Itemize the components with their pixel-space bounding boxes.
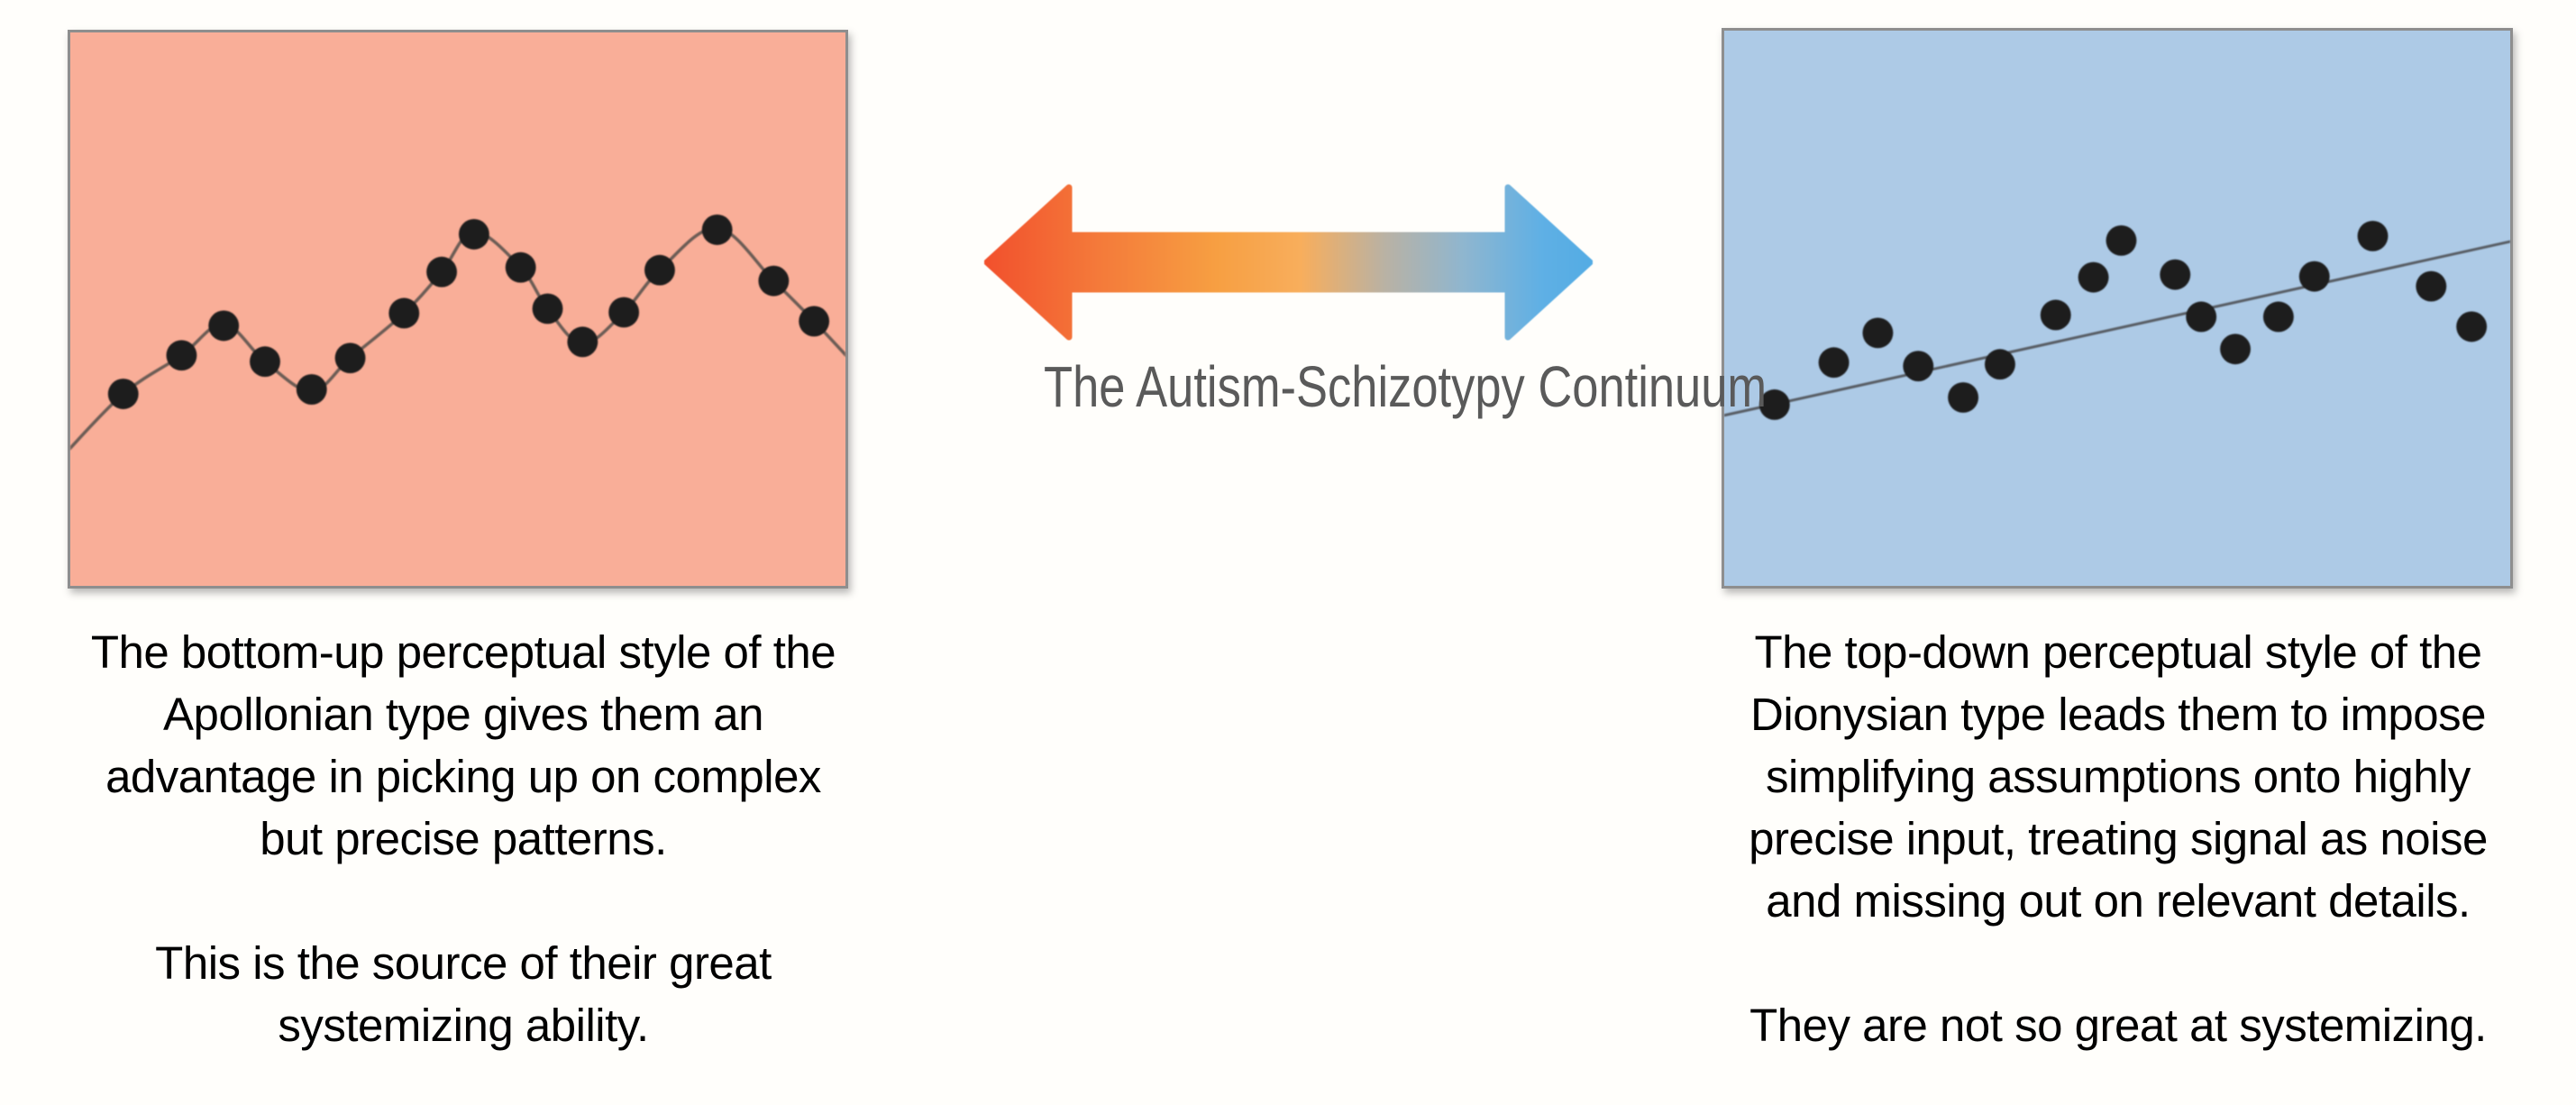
data-point (1985, 349, 2015, 380)
data-point (2220, 333, 2251, 365)
data-point (2456, 311, 2488, 342)
data-point (608, 297, 640, 328)
dionysian-panel (1722, 28, 2513, 589)
data-point (388, 297, 420, 329)
data-point (701, 215, 733, 245)
continuum-title-text: The Autism-Schizotypy Continuum (1044, 354, 1768, 419)
data-point (799, 306, 830, 337)
data-point (1948, 382, 1979, 413)
dionysian-scatter-plot (1724, 220, 2510, 420)
dionysian-caption: The top-down perceptual style of the Dio… (1749, 626, 2488, 1051)
continuum-title: The Autism-Schizotypy Continuum (964, 353, 1767, 420)
data-point (2106, 224, 2137, 256)
double-arrow-shape (984, 184, 1593, 341)
apollonian-panel (68, 30, 848, 589)
apollonian-caption: The bottom-up perceptual style of the Ap… (90, 626, 836, 1051)
data-point (107, 379, 139, 409)
data-point (532, 293, 563, 324)
data-point (567, 326, 598, 358)
data-point (758, 265, 790, 297)
data-point (166, 340, 197, 371)
straight-fit-line (1724, 240, 2510, 417)
data-point (296, 374, 327, 405)
double-arrow-graphic (984, 184, 1593, 341)
data-point (644, 254, 675, 286)
data-point (2186, 301, 2217, 333)
apollonian-scatter-plot (70, 215, 845, 451)
data-point (505, 251, 536, 283)
scatter-dots (107, 215, 830, 409)
data-point (1818, 347, 1850, 379)
data-point (334, 342, 366, 374)
data-point (426, 256, 458, 288)
data-point (2078, 261, 2109, 293)
data-point (2160, 259, 2191, 290)
data-point (1758, 389, 1790, 420)
data-point (250, 346, 280, 378)
data-point (2040, 299, 2071, 331)
data-point (458, 218, 489, 250)
data-point (1903, 351, 1934, 382)
data-point (2416, 270, 2447, 302)
data-point (1862, 317, 1894, 349)
data-point (2357, 220, 2389, 251)
continuum-arrow (984, 182, 1593, 342)
scatter-dots (1758, 220, 2488, 420)
data-point (208, 310, 240, 342)
data-point (2262, 301, 2294, 333)
data-point (2298, 260, 2330, 292)
